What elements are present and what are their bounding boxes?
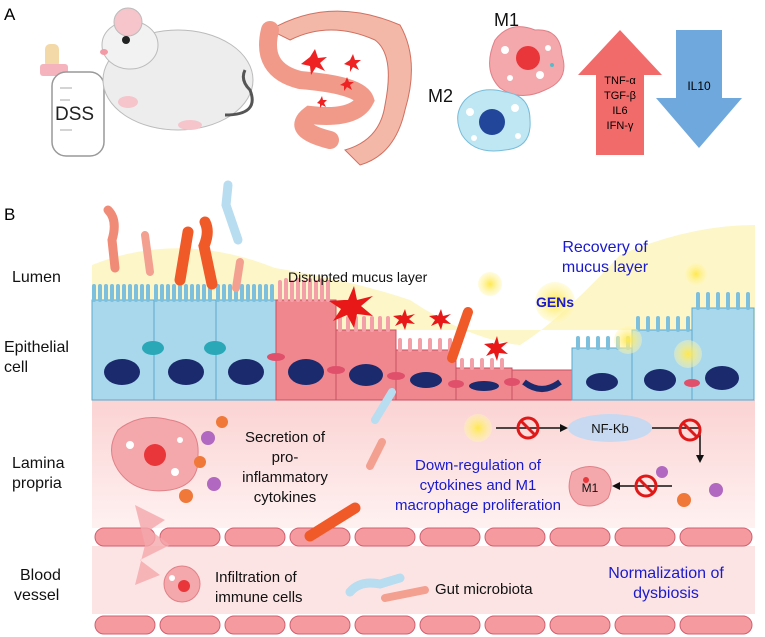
- infiltration-label-1: Infiltration of: [215, 569, 298, 586]
- layer-epithelial-2: cell: [4, 359, 28, 376]
- up-cytokine-3: IL6: [612, 105, 627, 117]
- down-regulation-label-3: macrophage proliferation: [395, 497, 561, 514]
- down-cytokine-1: IL10: [687, 79, 711, 93]
- secretion-label-3: inflammatory: [242, 469, 328, 486]
- infiltrating-immune-cell: [135, 505, 201, 603]
- disrupted-mucus-label: Disrupted mucus layer: [288, 269, 428, 285]
- rbc-row-bottom: [94, 615, 753, 635]
- secretion-label-4: cytokines: [254, 489, 317, 506]
- gut-microbiota-label: Gut microbiota: [435, 581, 533, 598]
- blood-vessel-band: [92, 546, 755, 614]
- gut-microbiota-icon: [345, 573, 429, 602]
- up-cytokine-1: TNF-α: [604, 75, 636, 87]
- infiltration-label-2: immune cells: [215, 589, 303, 606]
- m1-label: M1: [494, 10, 519, 30]
- mouse-illustration: [100, 7, 254, 131]
- up-cytokine-2: TGF-β: [604, 90, 636, 102]
- m1-cell-lamina: M1: [568, 466, 612, 507]
- cytokine-dots: [179, 416, 723, 507]
- m1-cell-label: M1: [582, 481, 599, 495]
- down-regulation-label-1: Down-regulation of: [415, 457, 542, 474]
- lumen-bacteria: [103, 180, 473, 363]
- layer-lamina-1: Lamina: [12, 455, 65, 472]
- m2-label: M2: [428, 86, 453, 106]
- layer-blood-1: Blood: [20, 567, 61, 584]
- m2-macrophage: M2: [428, 86, 531, 152]
- down-arrow: IL10: [656, 30, 742, 148]
- up-cytokine-4: IFN-γ: [607, 120, 634, 132]
- nfkb-label: NF-Kb: [591, 421, 629, 436]
- recovery-label-1: Recovery of: [562, 239, 648, 256]
- rbc-row-top: [94, 527, 753, 547]
- layer-lamina-2: propria: [12, 475, 62, 492]
- gen-particles: [464, 263, 707, 442]
- epithelium-inflamed: [267, 278, 573, 401]
- colon-illustration: [259, 10, 412, 166]
- layer-blood-2: vessel: [14, 587, 59, 604]
- recovery-label-2: mucus layer: [562, 259, 649, 276]
- gens-label: GENs: [536, 294, 574, 310]
- panel-a-label: A: [4, 5, 16, 24]
- normalization-label-1: Normalization of: [608, 565, 724, 582]
- nfkb-pathway: NF-Kb: [496, 414, 704, 498]
- secretion-label-1: Secretion of: [245, 429, 326, 446]
- dss-bottle: DSS: [40, 44, 105, 157]
- layer-lumen: Lumen: [12, 269, 61, 286]
- normalization-label-2: dysbiosis: [633, 585, 699, 602]
- epithelium-healthy-left: [91, 284, 277, 401]
- secretion-label-2: pro-: [272, 449, 299, 466]
- down-regulation-label-2: cytokines and M1: [420, 477, 537, 494]
- dss-label: DSS: [55, 104, 94, 125]
- m1-macrophage: M1: [489, 10, 565, 96]
- layer-epithelial-1: Epithelial: [4, 339, 69, 356]
- m1-macrophage-lamina: [111, 417, 199, 492]
- up-arrow: TNF-α TGF-β IL6 IFN-γ: [578, 30, 662, 155]
- translocating-bacteria: [304, 388, 396, 542]
- panel-b-label: B: [4, 205, 15, 224]
- damage-stars: [329, 286, 508, 361]
